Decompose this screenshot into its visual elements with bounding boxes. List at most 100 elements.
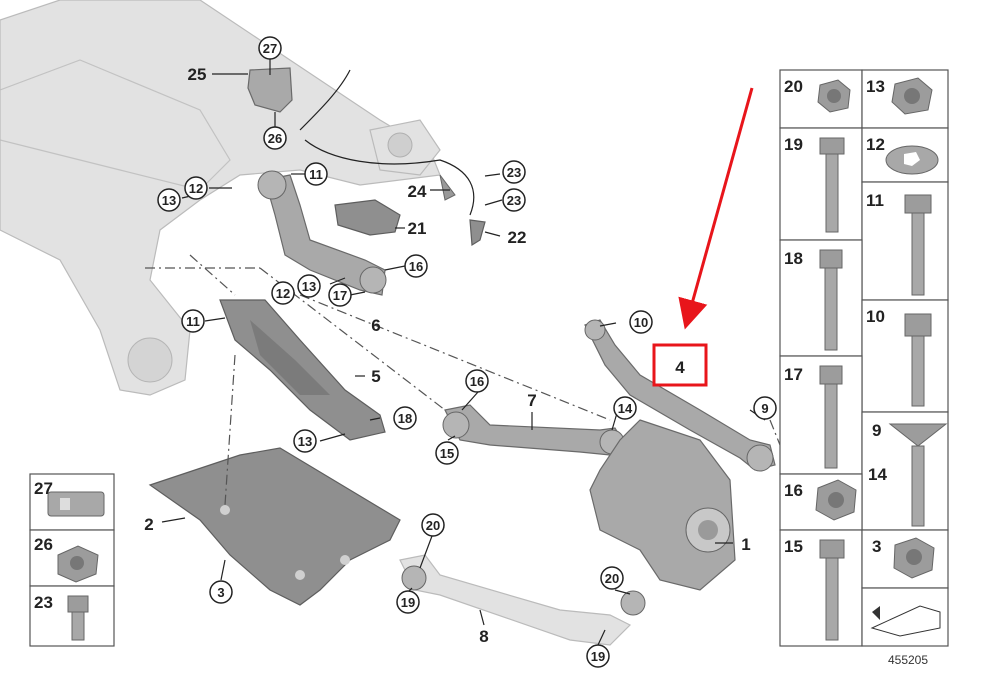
legend-12: 12 xyxy=(866,135,939,175)
callout-7: 7 xyxy=(527,391,536,410)
legend-10: 10 xyxy=(866,307,932,407)
svg-text:26: 26 xyxy=(268,131,282,146)
flange-bolt-icon xyxy=(819,539,845,641)
callout-13-low: 13 xyxy=(293,429,317,453)
long-bolt-icon xyxy=(819,365,843,469)
lock-nut-icon xyxy=(891,77,933,115)
legend-13: 13 xyxy=(866,77,933,115)
callout-12-mid: 12 xyxy=(271,281,295,305)
legend-26: 26 xyxy=(34,535,99,583)
callout-11-mid: 11 xyxy=(181,309,205,333)
svg-text:16: 16 xyxy=(784,481,803,500)
svg-text:18: 18 xyxy=(398,411,412,426)
flange-nut-icon xyxy=(817,79,851,113)
callout-23-b: 23 xyxy=(502,188,526,212)
svg-text:11: 11 xyxy=(309,167,323,182)
callout-1: 1 xyxy=(741,535,750,554)
callout-21: 21 xyxy=(408,219,427,238)
svg-text:19: 19 xyxy=(591,649,605,664)
rear-subframe xyxy=(0,0,441,396)
svg-text:15: 15 xyxy=(784,537,803,556)
legend-14: 14 xyxy=(868,465,887,484)
svg-text:16: 16 xyxy=(409,259,423,274)
callout-15: 15 xyxy=(435,441,459,465)
callout-13-top: 13 xyxy=(157,188,181,212)
wheel-carrier-1 xyxy=(589,419,736,591)
legend-27: 27 xyxy=(34,479,105,517)
svg-text:13: 13 xyxy=(162,193,176,208)
svg-text:18: 18 xyxy=(784,249,803,268)
underbody-shield-2 xyxy=(148,447,401,606)
callout-18: 18 xyxy=(393,406,417,430)
svg-text:20: 20 xyxy=(605,571,619,586)
highlight-box xyxy=(652,343,708,387)
callout-20-right: 20 xyxy=(600,566,624,590)
left-legend: 27 26 23 xyxy=(29,473,115,647)
svg-text:12: 12 xyxy=(866,135,885,154)
callout-19-left: 19 xyxy=(396,590,420,614)
drawing-number: 455205 xyxy=(888,653,928,667)
svg-text:17: 17 xyxy=(333,288,347,303)
legend-18: 18 xyxy=(784,249,843,351)
legend-20: 20 xyxy=(784,77,851,113)
camber-arm-7 xyxy=(442,404,626,456)
callout-24: 24 xyxy=(408,182,427,201)
callout-26: 26 xyxy=(263,126,287,150)
clip-nut-icon xyxy=(57,545,99,583)
upper-control-arm-6 xyxy=(257,170,387,296)
svg-text:13: 13 xyxy=(302,279,316,294)
bracket-25 xyxy=(247,67,293,113)
leader-lines xyxy=(161,59,766,646)
svg-text:9: 9 xyxy=(872,421,881,440)
callout-6: 6 xyxy=(371,316,380,335)
callout-27: 27 xyxy=(258,36,282,60)
callout-16-top: 16 xyxy=(404,254,428,278)
svg-text:23: 23 xyxy=(507,193,521,208)
svg-text:10: 10 xyxy=(634,315,648,330)
callout-5: 5 xyxy=(371,367,380,386)
svg-text:17: 17 xyxy=(784,365,803,384)
sensor-22 xyxy=(469,219,486,247)
callout-23-a: 23 xyxy=(502,160,526,184)
svg-text:4: 4 xyxy=(675,358,685,377)
callout-17: 17 xyxy=(328,283,352,307)
eccentric-washer-icon xyxy=(885,145,939,175)
callout-9: 9 xyxy=(753,396,777,420)
svg-text:12: 12 xyxy=(189,181,203,196)
cover-21 xyxy=(334,199,401,236)
callout-16-mid: 16 xyxy=(465,369,489,393)
hex-nut-icon xyxy=(893,537,935,579)
svg-text:12: 12 xyxy=(276,286,290,301)
callout-22: 22 xyxy=(508,228,527,247)
cable-clip-icon xyxy=(47,491,105,517)
callout-11-top: 11 xyxy=(304,162,328,186)
callout-25: 25 xyxy=(188,65,207,84)
svg-text:19: 19 xyxy=(401,595,415,610)
svg-text:11: 11 xyxy=(186,314,200,329)
highlight-arrow xyxy=(678,87,754,330)
tension-strut-5 xyxy=(219,299,386,441)
svg-text:3: 3 xyxy=(872,537,881,556)
legend-11: 11 xyxy=(866,191,932,296)
legend-17: 17 xyxy=(784,365,843,469)
callout-20-left: 20 xyxy=(421,513,445,537)
callout-12-top: 12 xyxy=(184,176,208,200)
control-arm-4 xyxy=(584,319,776,472)
svg-text:9: 9 xyxy=(761,401,768,416)
hex-bolt-icon xyxy=(819,249,843,351)
right-legend: 20 13 19 12 11 18 10 17 9 14 16 15 3 xyxy=(779,69,949,647)
legend-9: 9 xyxy=(872,421,948,527)
svg-text:20: 20 xyxy=(426,518,440,533)
svg-text:19: 19 xyxy=(784,135,803,154)
callout-14: 14 xyxy=(613,396,637,420)
sensor-wiring xyxy=(299,69,475,216)
callout-3: 3 xyxy=(209,580,233,604)
svg-text:16: 16 xyxy=(470,374,484,389)
direction-arrow-icon xyxy=(870,605,941,637)
hex-bolt-icon xyxy=(904,313,932,407)
svg-text:23: 23 xyxy=(34,593,53,612)
lower-arm-8 xyxy=(399,554,646,646)
short-bolt-icon xyxy=(67,595,89,641)
flange-bolt-icon xyxy=(819,137,845,233)
